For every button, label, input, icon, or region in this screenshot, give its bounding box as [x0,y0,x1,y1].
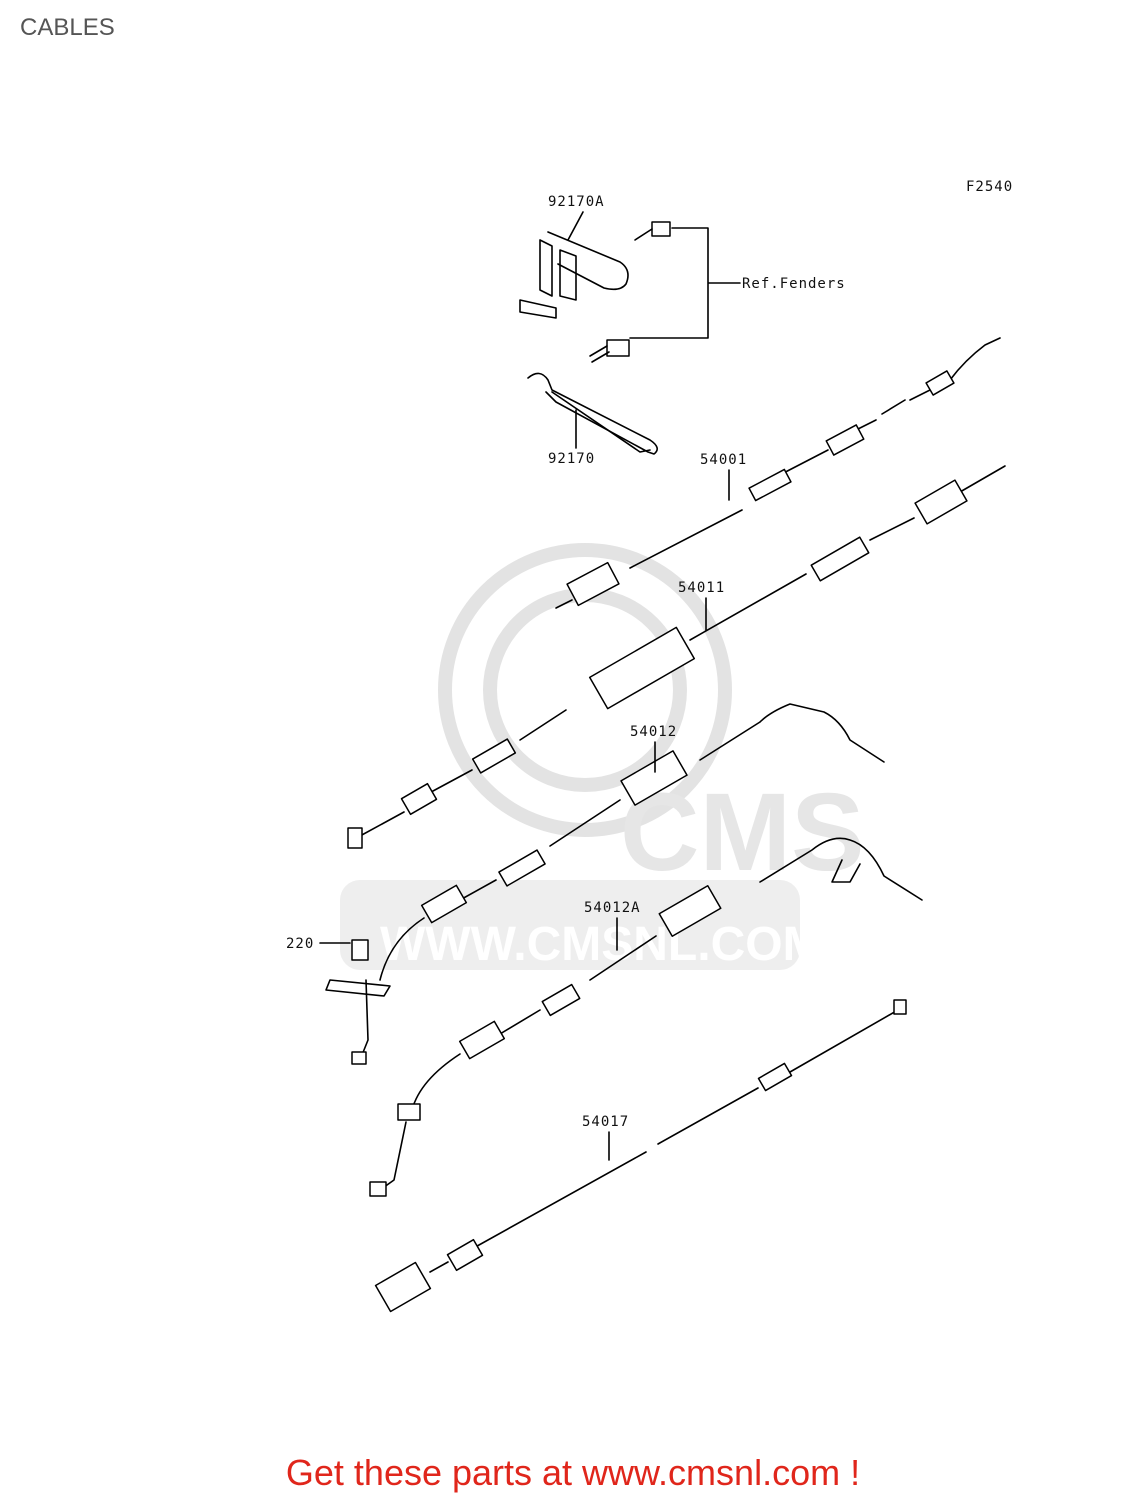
callout-92170: 92170 [548,451,595,467]
cable-54001 [555,337,1001,609]
cable-54017 [374,999,907,1313]
bolt-upper [634,221,671,241]
bracket-92170a [519,231,629,319]
callout-92170a: 92170A [548,194,605,210]
callout-220: 220 [286,936,314,952]
callout-54011: 54011 [678,580,725,596]
cable-54012a [369,837,923,1197]
callout-54012: 54012 [630,724,677,740]
parts-diagram: CMS WWW.CMSNL.COM F2540 92170A Ref.Fende… [286,179,1013,1313]
callout-54017: 54017 [582,1114,629,1130]
bracket-220 [325,939,391,997]
callout-54001: 54001 [700,452,747,468]
bolt-lower [589,339,630,363]
watermark-text: CMS [620,771,864,894]
footer-cta-link[interactable]: Get these parts at www.cmsnl.com ! [285,1452,861,1493]
callout-54012a: 54012A [584,900,641,916]
cable-54012 [351,703,885,1065]
watermark-url: WWW.CMSNL.COM [380,918,823,971]
figure-code: F2540 [966,179,1013,195]
callout-ref-fenders: Ref.Fenders [742,276,846,292]
page-title: CABLES [20,14,115,41]
cable-54011 [347,465,1006,849]
clamp-92170 [527,372,658,455]
